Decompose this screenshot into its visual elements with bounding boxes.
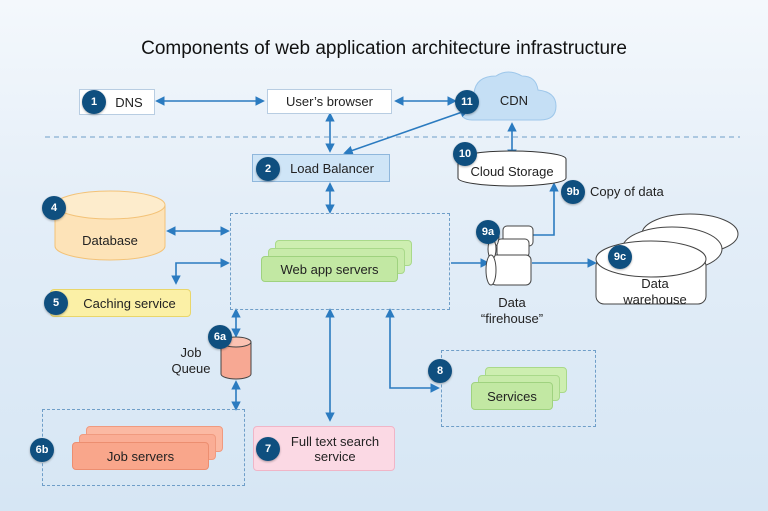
job-queue-label: Job Queue bbox=[166, 345, 216, 377]
caching-service-box: Caching service bbox=[50, 289, 191, 317]
job-servers-label: Job servers bbox=[106, 448, 175, 464]
web-app-servers-region bbox=[230, 213, 450, 310]
cloud-storage-label: Cloud Storage bbox=[470, 164, 554, 179]
browser-box: User’s browser bbox=[267, 89, 392, 114]
full-text-search-badge: 7 bbox=[256, 437, 280, 461]
firehouse-label-line2: “firehouse” bbox=[480, 311, 544, 326]
full-text-search-label-line1: Full text search bbox=[290, 433, 380, 449]
caching-service-label: Caching service bbox=[83, 295, 176, 311]
browser-label: User’s browser bbox=[286, 94, 373, 109]
job-queue-label-line1: Job bbox=[180, 345, 202, 360]
web-app-servers-label: Web app servers bbox=[280, 261, 379, 277]
load-balancer-label: Load Balancer bbox=[290, 160, 374, 176]
job-servers-box: Job servers bbox=[72, 442, 209, 470]
services-region bbox=[441, 350, 596, 427]
full-text-search-label-line2: service bbox=[314, 448, 356, 464]
database-badge: 4 bbox=[42, 196, 66, 220]
job-queue-label-line2: Queue bbox=[171, 361, 211, 376]
firehouse-label-line1: Data bbox=[498, 295, 526, 310]
arrow-firehouse-copy bbox=[533, 182, 559, 236]
cdn-label: CDN bbox=[499, 93, 529, 108]
services-label: Services bbox=[487, 388, 537, 404]
data-warehouse-label-line1: Data bbox=[641, 276, 669, 291]
job-queue-badge: 6a bbox=[208, 325, 232, 349]
load-balancer-badge: 2 bbox=[256, 157, 280, 181]
services-badge: 8 bbox=[428, 359, 452, 383]
data-warehouse-label: Data warehouse bbox=[605, 276, 705, 308]
dns-badge: 1 bbox=[82, 90, 106, 114]
firehouse-label: Data “firehouse” bbox=[467, 295, 557, 327]
arrow-web-cache bbox=[171, 258, 230, 285]
arrow-lb-cdn bbox=[343, 108, 470, 155]
copy-of-data-label: Copy of data bbox=[590, 184, 664, 199]
caching-service-badge: 5 bbox=[44, 291, 68, 315]
database-label: Database bbox=[82, 233, 138, 248]
dns-label: DNS bbox=[115, 94, 143, 110]
cdn-badge: 11 bbox=[455, 90, 479, 114]
database-cylinder bbox=[54, 190, 166, 261]
cloud-storage-badge: 10 bbox=[453, 142, 477, 166]
web-app-servers-box: Web app servers bbox=[261, 256, 398, 282]
data-warehouse-badge: 9c bbox=[608, 245, 632, 269]
data-warehouse-label-line2: warehouse bbox=[623, 292, 687, 307]
cloud-storage-cylinder bbox=[457, 150, 567, 187]
services-box: Services bbox=[471, 382, 553, 410]
firehouse-badge: 9a bbox=[476, 220, 500, 244]
page-title: Components of web application architectu… bbox=[141, 38, 627, 59]
arrow-web-services bbox=[385, 308, 440, 393]
job-servers-badge: 6b bbox=[30, 438, 54, 462]
copy-of-data-badge: 9b bbox=[561, 180, 585, 204]
